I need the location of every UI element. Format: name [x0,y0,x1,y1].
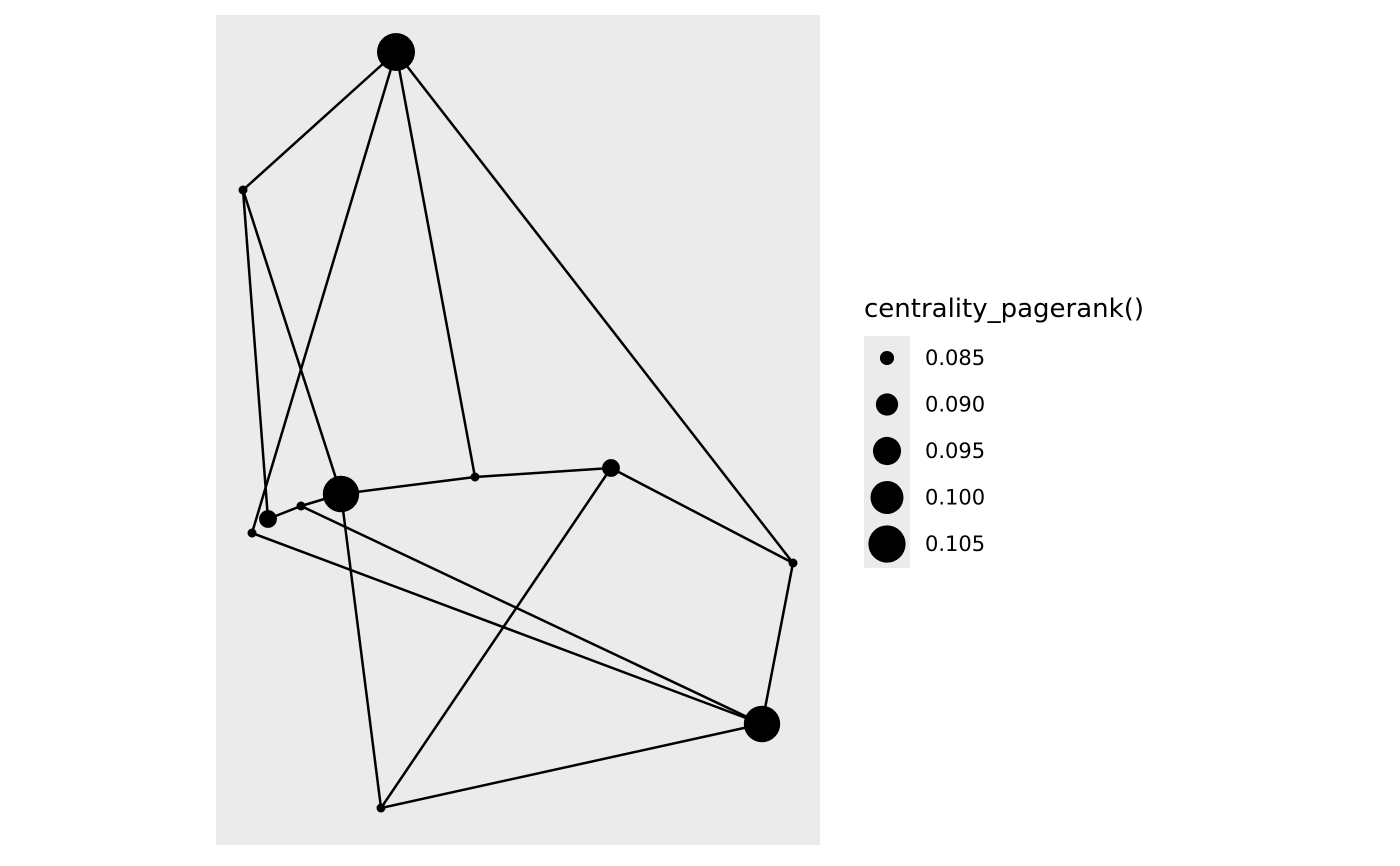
node-1 [377,33,415,71]
nodes-layer [238,33,798,813]
legend-key-0.085 [879,350,895,366]
legend: centrality_pagerank() 0.085 0.090 0.095 0.1… [864,294,1144,568]
edge-9-10 [760,562,795,725]
edge-8-11 [339,493,383,809]
legend-label-0.090: 0.090 [925,393,985,417]
edge-10-11 [380,722,763,810]
edge-6-11 [379,467,613,809]
legend-key-0.090 [875,393,899,416]
edge-7-10 [300,504,763,726]
edge-2-5 [241,189,270,520]
edge-1-4 [250,51,398,534]
edges-layer [241,51,795,810]
legend-entries: 0.085 0.090 0.095 0.100 0.105 [868,346,985,563]
node-7 [296,501,306,511]
node-6 [602,459,620,477]
edge-3-6 [474,466,612,479]
node-2 [238,185,248,195]
legend-key-0.105 [868,525,906,563]
edge-8-3 [340,475,476,496]
node-10 [743,705,781,743]
node-4 [247,528,257,538]
panel-background [216,15,820,845]
node-5 [259,510,277,528]
legend-title: centrality_pagerank() [864,294,1144,324]
edge-1-9 [395,51,794,564]
edge-1-3 [394,51,477,478]
legend-key-0.100 [870,481,904,514]
node-11 [376,803,386,813]
node-8 [322,475,360,513]
legend-label-0.105: 0.105 [925,532,985,556]
legend-label-0.100: 0.100 [925,486,985,510]
node-9 [788,558,798,568]
legend-label-0.085: 0.085 [925,346,985,370]
node-3 [470,472,480,482]
legend-label-0.095: 0.095 [925,439,985,463]
edge-1-2 [242,51,397,191]
edge-6-9 [610,466,794,565]
edge-2-8 [241,189,343,495]
edge-4-10 [251,531,763,726]
legend-key-0.095 [872,436,902,466]
